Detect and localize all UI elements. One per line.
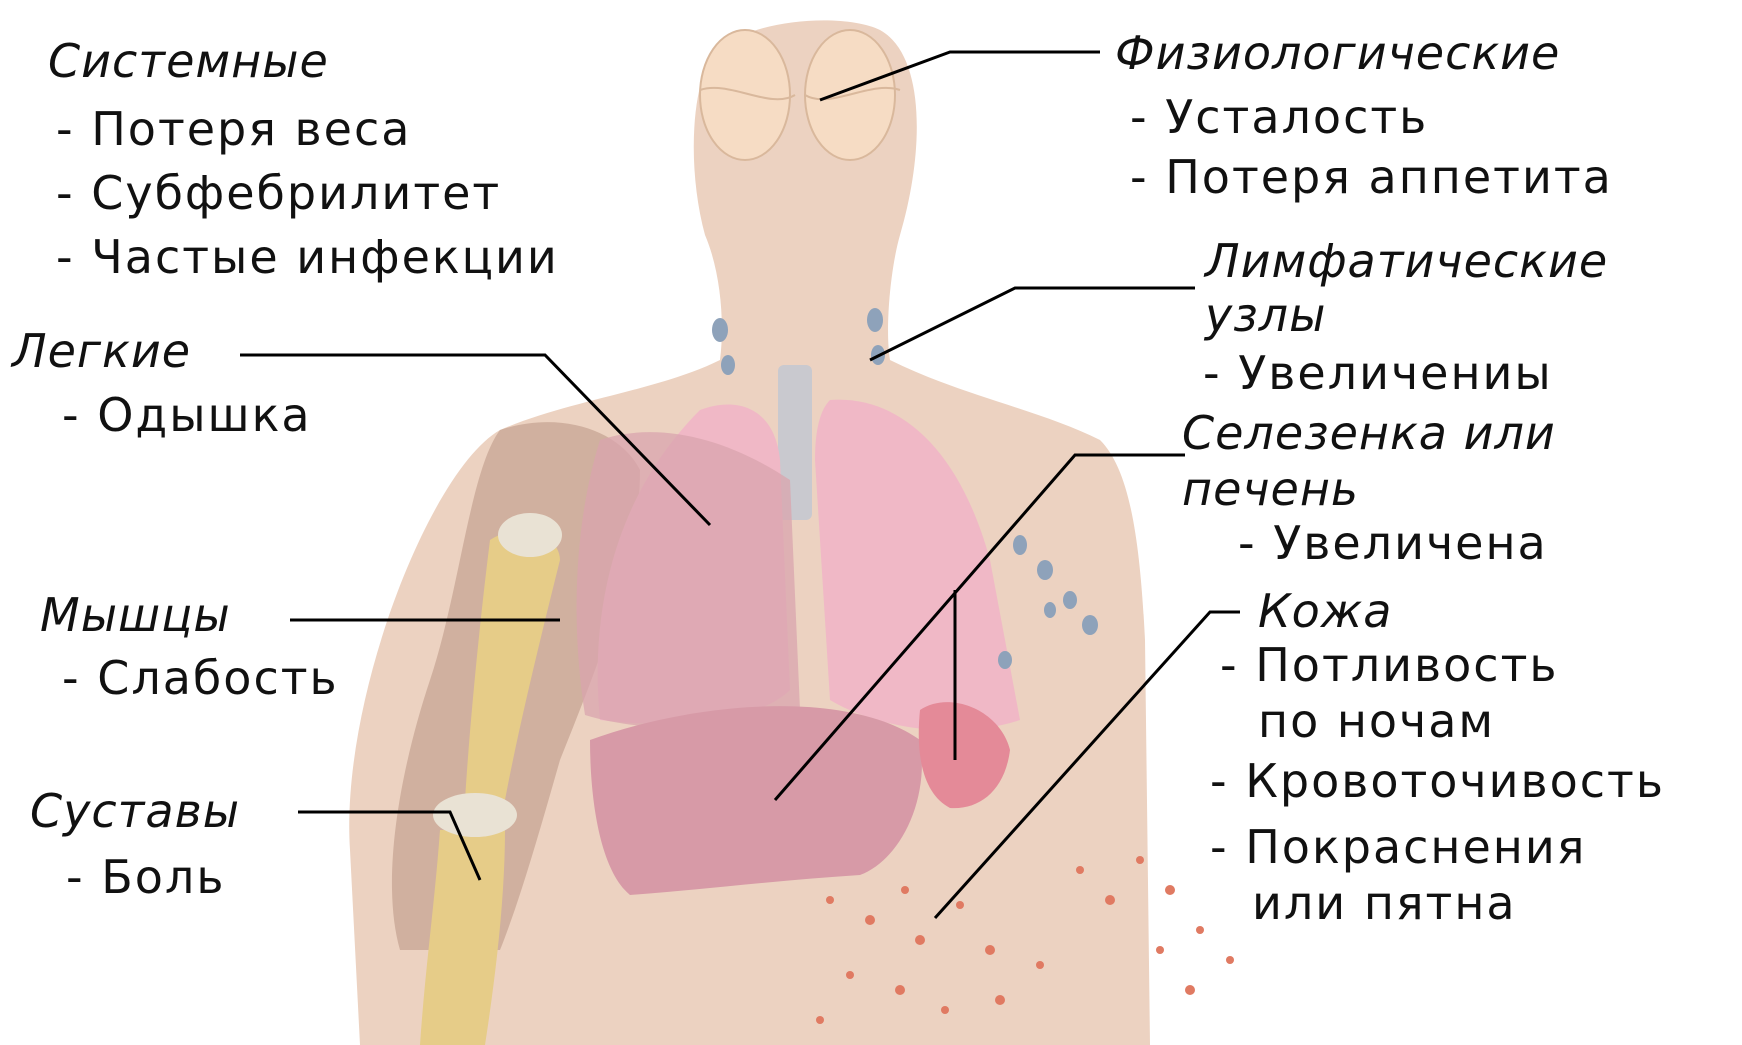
elbow-joint [433,793,517,837]
item-lungs-0: - Одышка [62,392,312,438]
item-spleen-0: - Увеличена [1238,520,1548,566]
liver [590,706,922,895]
item-muscles-0: - Слабость [62,655,339,701]
item-systemic-2: - Частые инфекции [56,234,559,280]
group-title-systemic: Системные [48,38,329,84]
item-physiological-1: - Потеря аппетита [1130,154,1613,200]
item-skin-2: - Кровоточивость [1210,758,1665,804]
group-title-lymph-line-1: Лимфатические [1205,238,1608,284]
leader-lymph [870,288,1195,360]
group-title-joints: Суставы [30,788,240,834]
group-title-physiological: Физиологические [1115,30,1560,76]
group-title-skin: Кожа [1258,588,1392,634]
group-title-lymph-line-2: узлы [1205,292,1326,338]
item-skin-1: по ночам [1258,698,1495,744]
item-joints-0: - Боль [66,854,225,900]
item-systemic-0: - Потеря веса [56,106,411,152]
item-skin-0: - Потливость [1220,642,1559,688]
item-skin-3: - Покраснения [1210,824,1586,870]
shoulder-joint [498,513,562,557]
group-title-spleen-line-1: Селезенка или [1182,410,1556,456]
item-lymph-0: - Увеличениы [1203,350,1553,396]
group-title-muscles: Мышцы [40,592,231,638]
item-skin-4: или пятна [1252,880,1517,926]
group-title-spleen-line-2: печень [1182,466,1359,512]
item-systemic-1: - Субфебрилитет [56,170,501,216]
item-physiological-0: - Усталость [1130,94,1428,140]
group-title-lungs: Легкие [12,328,191,374]
chest-muscle [577,432,800,728]
